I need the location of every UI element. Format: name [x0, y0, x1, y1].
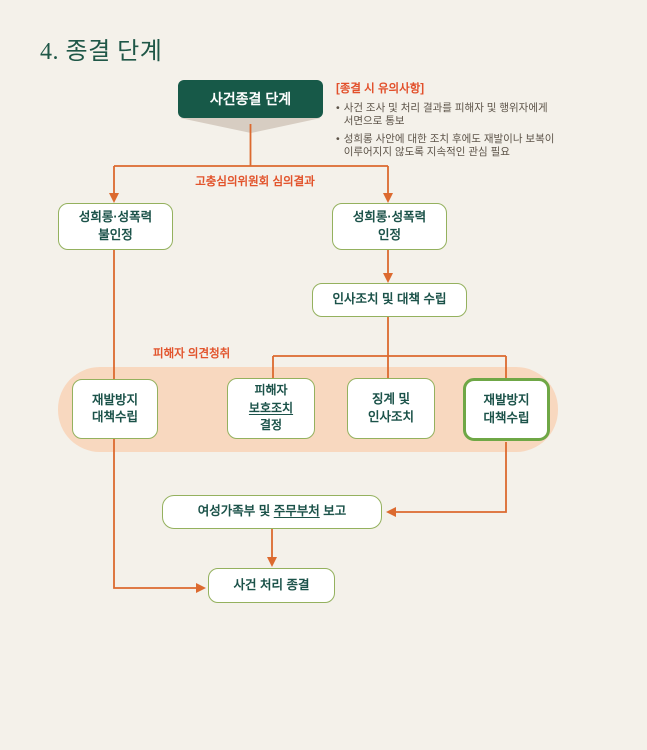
node-case-closure: 사건 처리 종결: [208, 568, 335, 603]
funnel-triangle-icon: [180, 118, 321, 133]
note-line: 서면으로 통보: [343, 115, 405, 128]
page-title: 4. 종결 단계: [40, 39, 163, 65]
node-ministry-report: 여성가족부 및 주무부처 보고: [162, 495, 382, 529]
closure-notes: [종결 시 유의사항] • 사건 조사 및 처리 결과를 피해자 및 행위자에게…: [336, 80, 636, 164]
node-victim-protection: 피해자 보호조치 결정: [227, 378, 315, 439]
node-personnel-measures: 인사조치 및 대책 수립: [312, 283, 467, 317]
victim-opinion-label: 피해자 의견청취: [153, 348, 231, 360]
notes-title: [종결 시 유의사항]: [336, 83, 425, 95]
note-line: 성희롱 사안에 대한 조치 후에도 재발이나 보복이: [343, 133, 555, 146]
bullet-icon: •: [336, 133, 340, 146]
committee-result-label: 고충심의위원회 심의결과: [195, 176, 315, 188]
node-prevention-plan-right: 재발방지 대책수립: [463, 378, 550, 441]
node-discipline: 징계 및 인사조치: [347, 378, 435, 439]
arrow-to-report: [386, 442, 507, 517]
note-line: 이루어지지 않도록 지속적인 관심 필요: [343, 146, 510, 159]
note-item: • 사건 조사 및 처리 결과를 피해자 및 행위자에게 서면으로 통보: [336, 102, 636, 128]
note-item: • 성희롱 사안에 대한 조치 후에도 재발이나 보복이 이루어지지 않도록 지…: [336, 133, 636, 159]
bullet-icon: •: [336, 102, 340, 114]
node-not-recognized: 성희롱·성폭력 불인정: [58, 203, 173, 250]
note-line: 사건 조사 및 처리 결과를 피해자 및 행위자에게: [343, 102, 548, 114]
node-recognized: 성희롱·성폭력 인정: [332, 203, 447, 250]
start-node: 사건종결 단계: [178, 80, 323, 118]
node-prevention-plan-left: 재발방지 대책수립: [72, 379, 158, 439]
